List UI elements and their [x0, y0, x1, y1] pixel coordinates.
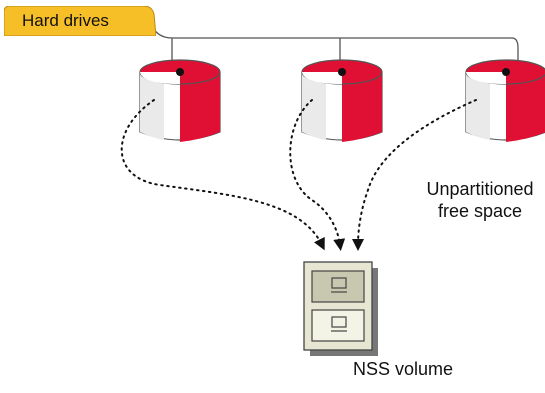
hard-drive-3 — [465, 59, 545, 142]
arrow-drive1-to-volume — [120, 99, 325, 251]
hard-drive-2 — [301, 59, 383, 142]
nss-volume-icon — [303, 261, 378, 356]
free-space-label: Unpartitioned free space — [410, 178, 545, 222]
arrow-drive3-to-volume — [352, 99, 477, 251]
free-space-line-2: free space — [437, 201, 523, 221]
arrow-drive2-to-volume — [289, 99, 346, 251]
hard-drive-1 — [139, 59, 221, 142]
nss-volume-label: NSS volume — [352, 359, 454, 379]
free-space-line-1: Unpartitioned — [426, 179, 534, 199]
hard-drives-tab — [4, 6, 156, 36]
hard-drives-label: Hard drives — [22, 11, 109, 30]
